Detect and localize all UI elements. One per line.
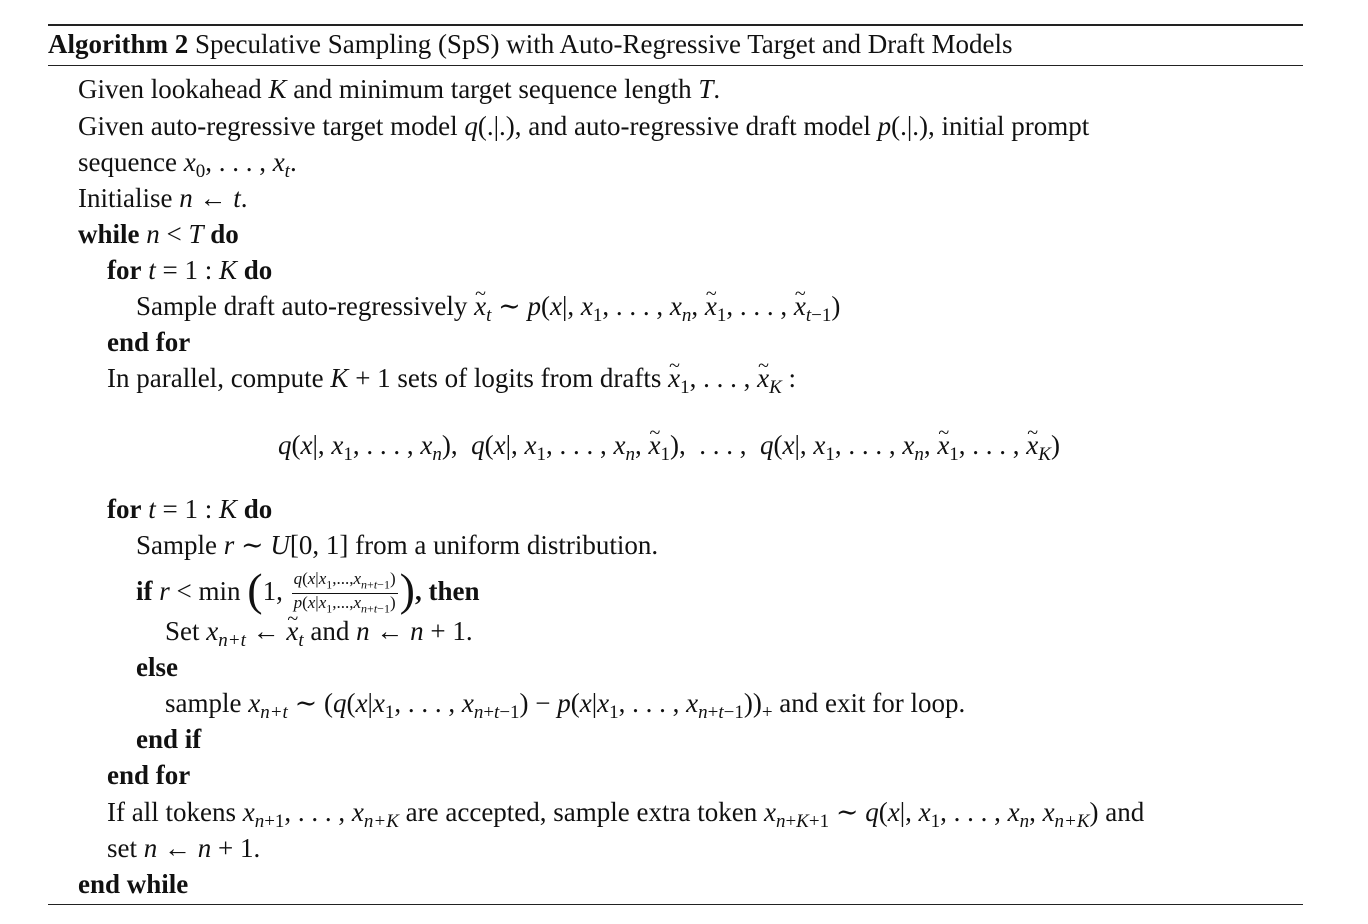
line-end-while: end while [78, 869, 189, 899]
line-parallel: In parallel, compute K + 1 sets of logit… [107, 349, 796, 397]
line-sequence: sequence x0, . . . , xt. [78, 147, 297, 182]
line-while: while n < T do [78, 219, 239, 249]
top-rule [48, 24, 1303, 26]
bottom-rule [48, 904, 1303, 905]
line-end-if: end if [136, 724, 202, 754]
line-sample-r: Sample r ∼ U[0, 1] from a uniform distri… [136, 530, 659, 560]
line-given-lookahead: Given lookahead K and minimum target seq… [78, 74, 721, 104]
acceptance-ratio: q(x|x1,...,xn+t−1)p(x|x1,...,xn+t−1) [291, 569, 398, 616]
line-for-1: for t = 1 : K do [107, 255, 273, 285]
line-set-accept: Set xn+t ← xt and n ← n + 1. [165, 602, 473, 650]
algorithm-caption: Algorithm 2 Speculative Sampling (SpS) w… [48, 27, 1012, 61]
line-if-all-accepted: If all tokens xn+1, . . . , xn+K are acc… [107, 797, 1145, 832]
line-set-n: set n ← n + 1. [107, 833, 261, 863]
line-sample-reject: sample xn+t ∼ (q(x|x1, . . . , xn+t−1) −… [165, 688, 966, 723]
line-else: else [136, 652, 178, 682]
line-if: if r < min (1, q(x|x1,...,xn+t−1)p(x|x1,… [136, 564, 480, 616]
line-given-models: Given auto-regressive target model q(.|.… [78, 111, 1090, 141]
line-end-for-1: end for [107, 327, 191, 357]
line-initialise: Initialise n ← t. [78, 183, 248, 213]
line-sample-draft: Sample draft auto-regressively xt ∼ p(x|… [136, 277, 840, 325]
algorithm-label: Algorithm 2 [48, 29, 189, 59]
logits-display-equation: q(x|, x1, . . . , xn), q(x|, x1, . . . ,… [278, 416, 1060, 464]
caption-rule [48, 65, 1303, 66]
line-for-2: for t = 1 : K do [107, 494, 273, 524]
algorithm-title: Speculative Sampling (SpS) with Auto-Reg… [194, 29, 1013, 59]
line-end-for-2: end for [107, 760, 191, 790]
